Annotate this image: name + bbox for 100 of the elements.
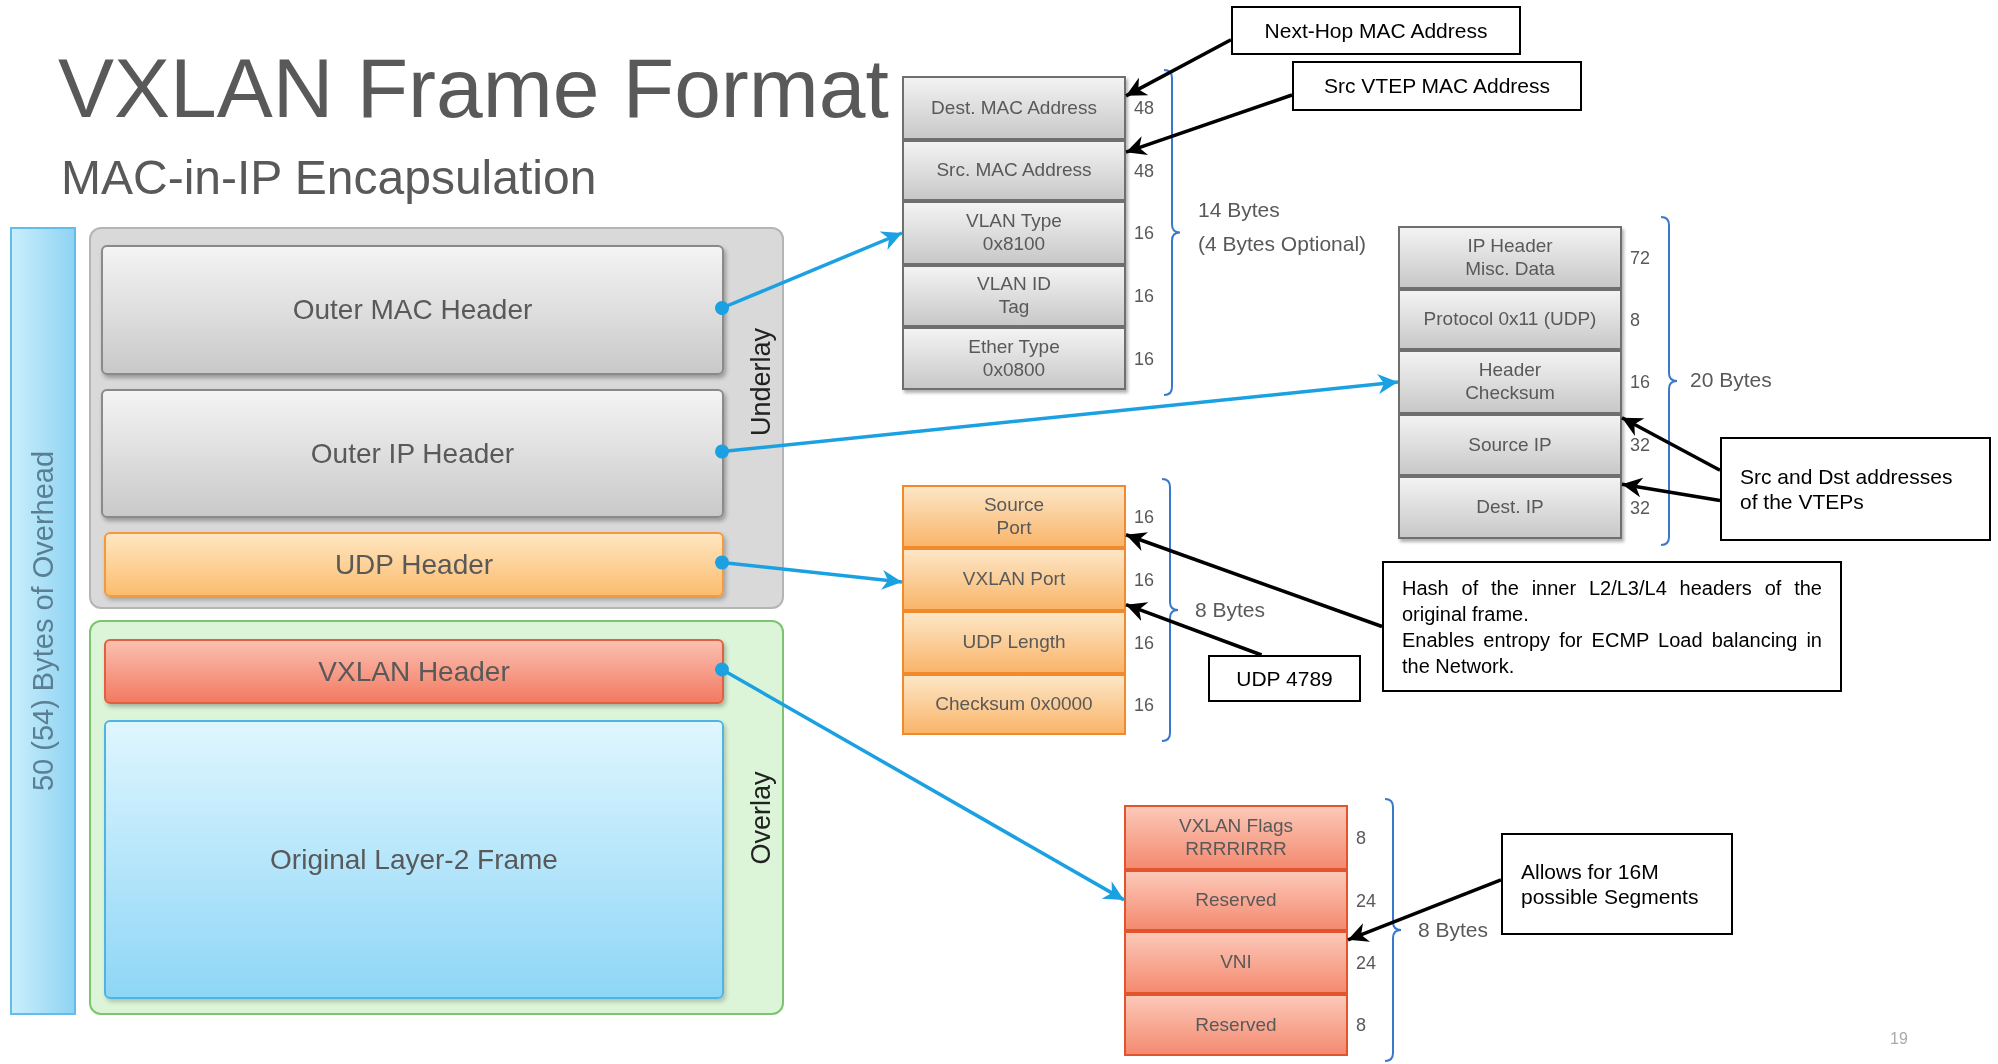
bit-count: 48 xyxy=(1134,97,1155,119)
leader-arrow xyxy=(1125,602,1263,657)
bit-count: 16 xyxy=(1134,694,1155,715)
bit-count: 16 xyxy=(1134,348,1155,369)
bit-count: 32 xyxy=(1630,434,1651,456)
field-row xyxy=(1124,805,1348,870)
callout-box xyxy=(1720,437,1991,541)
title: VXLAN Frame Format xyxy=(58,40,889,137)
note-text: Hash of the inner L2/L3/L4 headers of the original frame. xyxy=(1402,575,1822,627)
layer-label: Overlay xyxy=(745,771,776,864)
bit-count: 16 xyxy=(1134,222,1155,244)
field-name: Protocol 0x11 (UDP) xyxy=(1423,308,1597,331)
field-row xyxy=(902,611,1126,674)
bit-count: 32 xyxy=(1630,497,1651,518)
field-name: Outer MAC Header xyxy=(292,293,533,327)
field-row xyxy=(1398,476,1622,539)
field-row xyxy=(1124,994,1348,1056)
field-row xyxy=(902,548,1126,611)
callout-box xyxy=(1292,61,1582,111)
field-name: Source IP xyxy=(1468,433,1552,457)
header-block xyxy=(104,639,724,704)
header-block xyxy=(104,532,724,597)
bit-count: 8 xyxy=(1630,309,1640,330)
bit-count: 24 xyxy=(1356,890,1377,911)
bit-count: 8 xyxy=(1356,1014,1366,1036)
field-name: Outer IP Header xyxy=(310,436,515,471)
pointer-arrow xyxy=(715,231,903,315)
bit-count: 48 xyxy=(1134,160,1155,181)
byte-count-label: 8 Bytes xyxy=(1195,598,1266,622)
page-number: 19 xyxy=(1890,1030,1908,1048)
field-row xyxy=(1398,289,1622,350)
field-row xyxy=(902,327,1126,390)
callout-box xyxy=(1208,655,1361,702)
field-name: Source Port xyxy=(982,493,1046,540)
field-name: VXLAN Flags RRRRIRRR xyxy=(1177,814,1294,861)
callout-box xyxy=(1231,6,1521,55)
field-name: Reserved xyxy=(1195,1013,1277,1037)
subtitle: MAC-in-IP Encapsulation xyxy=(61,150,597,205)
field-row xyxy=(1398,350,1622,414)
field-row xyxy=(902,265,1126,327)
bit-count: 16 xyxy=(1134,569,1155,590)
leader-arrow xyxy=(1125,93,1293,156)
byte-count-label: (4 Bytes Optional) xyxy=(1198,232,1367,256)
callout-text: Next-Hop MAC Address xyxy=(1264,17,1488,44)
header-block xyxy=(104,720,724,999)
field-name: Reserved xyxy=(1195,889,1277,912)
layer-label: Underlay xyxy=(745,327,776,436)
callout-text: Src and Dst addresses of the VTEPs xyxy=(1740,463,1954,515)
leader-arrow xyxy=(1347,878,1502,942)
field-name: VNI xyxy=(1220,951,1252,974)
field-name: Src. MAC Address xyxy=(936,159,1092,182)
overhead-label: 50 (54) Bytes of Overhead xyxy=(26,450,60,792)
bit-count: 72 xyxy=(1630,247,1651,268)
field-name: IP Header Misc. Data xyxy=(1464,234,1556,281)
note-text: Enables entropy for ECMP Load balancing in the Network. xyxy=(1402,627,1822,679)
underlay-group xyxy=(89,227,784,609)
field-name: Dest. MAC Address xyxy=(931,96,1097,120)
field-row xyxy=(1124,931,1348,994)
pointer-arrow xyxy=(715,662,1125,902)
overlay-group xyxy=(89,620,784,1015)
byte-count-label: 20 Bytes xyxy=(1690,368,1772,392)
callout-box xyxy=(1382,561,1842,692)
leader-arrow xyxy=(1621,477,1721,503)
bit-count: 8 xyxy=(1356,827,1366,848)
field-name: VLAN ID Tag xyxy=(976,273,1052,319)
bit-count: 16 xyxy=(1630,371,1651,393)
callout-text: Allows for 16M possible Segments xyxy=(1521,858,1700,910)
field-name: VXLAN Port xyxy=(962,568,1066,591)
pointer-arrow xyxy=(715,555,903,590)
field-name: Ether Type 0x0800 xyxy=(967,335,1061,382)
field-name: Checksum 0x0000 xyxy=(935,693,1093,716)
leader-arrow xyxy=(1621,416,1721,472)
field-row xyxy=(902,201,1126,265)
byte-count-label: 14 Bytes xyxy=(1198,198,1280,222)
field-name: VLAN Type 0x8100 xyxy=(965,210,1063,256)
field-row xyxy=(902,485,1126,548)
field-name: UDP Header xyxy=(334,547,494,582)
header-block xyxy=(101,245,724,375)
callout-box xyxy=(1501,833,1733,935)
field-name: UDP Length xyxy=(962,631,1066,654)
leader-arrow xyxy=(1125,532,1383,629)
field-row xyxy=(1124,870,1348,931)
field-row xyxy=(902,140,1126,201)
callout-text: Src VTEP MAC Address xyxy=(1324,73,1550,99)
field-row xyxy=(1398,226,1622,289)
field-name: Dest. IP xyxy=(1476,496,1544,519)
pointer-arrow xyxy=(715,374,1399,459)
byte-count-label: 8 Bytes xyxy=(1418,918,1489,942)
field-name: VXLAN Header xyxy=(318,654,510,689)
field-row xyxy=(902,76,1126,140)
field-name: Original Layer-2 Frame xyxy=(270,842,558,877)
field-row xyxy=(902,674,1126,735)
bit-count: 16 xyxy=(1134,506,1155,527)
leader-arrow xyxy=(1125,38,1232,98)
overhead-bar xyxy=(10,227,76,1015)
callout-text: UDP 4789 xyxy=(1236,665,1333,692)
bit-count: 16 xyxy=(1134,285,1155,307)
bit-count: 24 xyxy=(1356,952,1377,973)
field-name: Header Checksum xyxy=(1464,359,1556,405)
bit-count: 16 xyxy=(1134,632,1155,653)
